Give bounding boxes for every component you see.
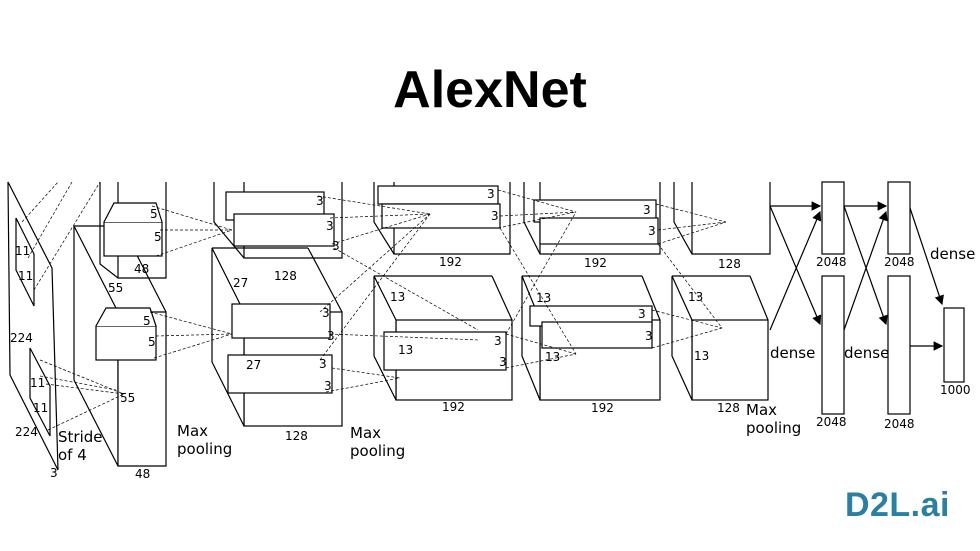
conv3-size-b: 13	[398, 343, 413, 357]
conv3-volumes	[373, 182, 513, 401]
conv1-depth-top: 48	[134, 262, 149, 276]
pool2-label-2: pooling	[350, 442, 405, 460]
conv1-depth-bot: 48	[135, 467, 150, 481]
conv2-volumes	[211, 182, 343, 427]
conv1-kernel-top-a: 5	[150, 207, 158, 221]
conv1-kernel-top-b: 5	[154, 230, 162, 244]
fc1-top-size: 2048	[816, 255, 847, 269]
input-size-a: 224	[10, 331, 33, 345]
conv2-kernel-1: 3	[316, 194, 324, 208]
input-k1: 11	[15, 244, 30, 258]
conv2-kernel-3: 3	[332, 239, 340, 253]
fc1-bot-size: 2048	[816, 415, 847, 429]
conv3-kernel-4: 3	[499, 355, 507, 369]
conv4-size-a: 13	[536, 291, 551, 305]
conv4-volumes	[521, 182, 661, 401]
stride-label-1: Stride	[58, 428, 103, 446]
conv3-kernel-3: 3	[494, 334, 502, 348]
pool3-label-1: Max	[746, 401, 777, 419]
conv2-kernel-4: 3	[322, 306, 330, 320]
conv4-kernel-4: 3	[645, 329, 653, 343]
conv2-kernel-6: 3	[319, 357, 327, 371]
dense-label-1: dense	[770, 344, 815, 362]
conv5-size-b: 13	[694, 349, 709, 363]
conv3-kernel-2: 3	[491, 209, 499, 223]
conv4-kernel-2: 3	[648, 224, 656, 238]
conv-connections	[21, 181, 727, 431]
conv2-kernel-5: 3	[327, 329, 335, 343]
conv3-size-a: 13	[390, 290, 405, 304]
conv2-depth-bot: 128	[285, 429, 308, 443]
conv4-size-b: 13	[545, 350, 560, 364]
fc2-bot-size: 2048	[884, 417, 915, 431]
pool3-label-2: pooling	[746, 419, 801, 437]
conv2-depth-top: 128	[274, 269, 297, 283]
conv4-kernel-1: 3	[643, 203, 651, 217]
conv1-size-a: 55	[108, 281, 123, 295]
conv5-size-a: 13	[688, 290, 703, 304]
output-size: 1000	[940, 383, 971, 397]
input-size-b: 224	[15, 425, 38, 439]
conv2-size-b: 27	[246, 358, 261, 372]
stride-label-2: of 4	[58, 446, 87, 464]
input-volume	[7, 181, 59, 471]
conv4-kernel-3: 3	[638, 307, 646, 321]
conv1-size-b: 55	[120, 391, 135, 405]
input-depth: 3	[50, 466, 58, 480]
conv5-depth-bot: 128	[717, 401, 740, 415]
conv1-volumes	[73, 182, 167, 467]
conv3-depth-bot: 192	[442, 400, 465, 414]
pool1-label-2: pooling	[177, 440, 232, 458]
fc2-top-size: 2048	[884, 255, 915, 269]
dense-label-2: dense	[844, 344, 889, 362]
conv3-kernel-1: 3	[487, 187, 495, 201]
conv2-kernel-2: 3	[326, 219, 334, 233]
conv5-volumes	[671, 182, 771, 401]
input-k3: 11	[30, 376, 45, 390]
conv4-depth-bot: 192	[591, 401, 614, 415]
conv1-kernel-bot-a: 5	[143, 314, 151, 328]
d2l-logo: D2L.ai	[844, 486, 950, 524]
conv3-depth-top: 192	[439, 255, 462, 269]
conv2-size-a: 27	[233, 276, 248, 290]
input-k4: 11	[33, 401, 48, 415]
fc-layers	[821, 181, 965, 415]
conv1-kernel-bot-b: 5	[148, 335, 156, 349]
page-title: AlexNet	[393, 61, 587, 119]
fc-arrows	[769, 201, 944, 351]
input-k2: 11	[18, 269, 33, 283]
conv4-depth-top: 192	[584, 256, 607, 270]
pool1-label-1: Max	[177, 422, 208, 440]
dense-label-3: dense	[930, 245, 975, 263]
pool2-label-1: Max	[350, 424, 381, 442]
conv5-depth-top: 128	[718, 257, 741, 271]
conv2-kernel-7: 3	[324, 379, 332, 393]
